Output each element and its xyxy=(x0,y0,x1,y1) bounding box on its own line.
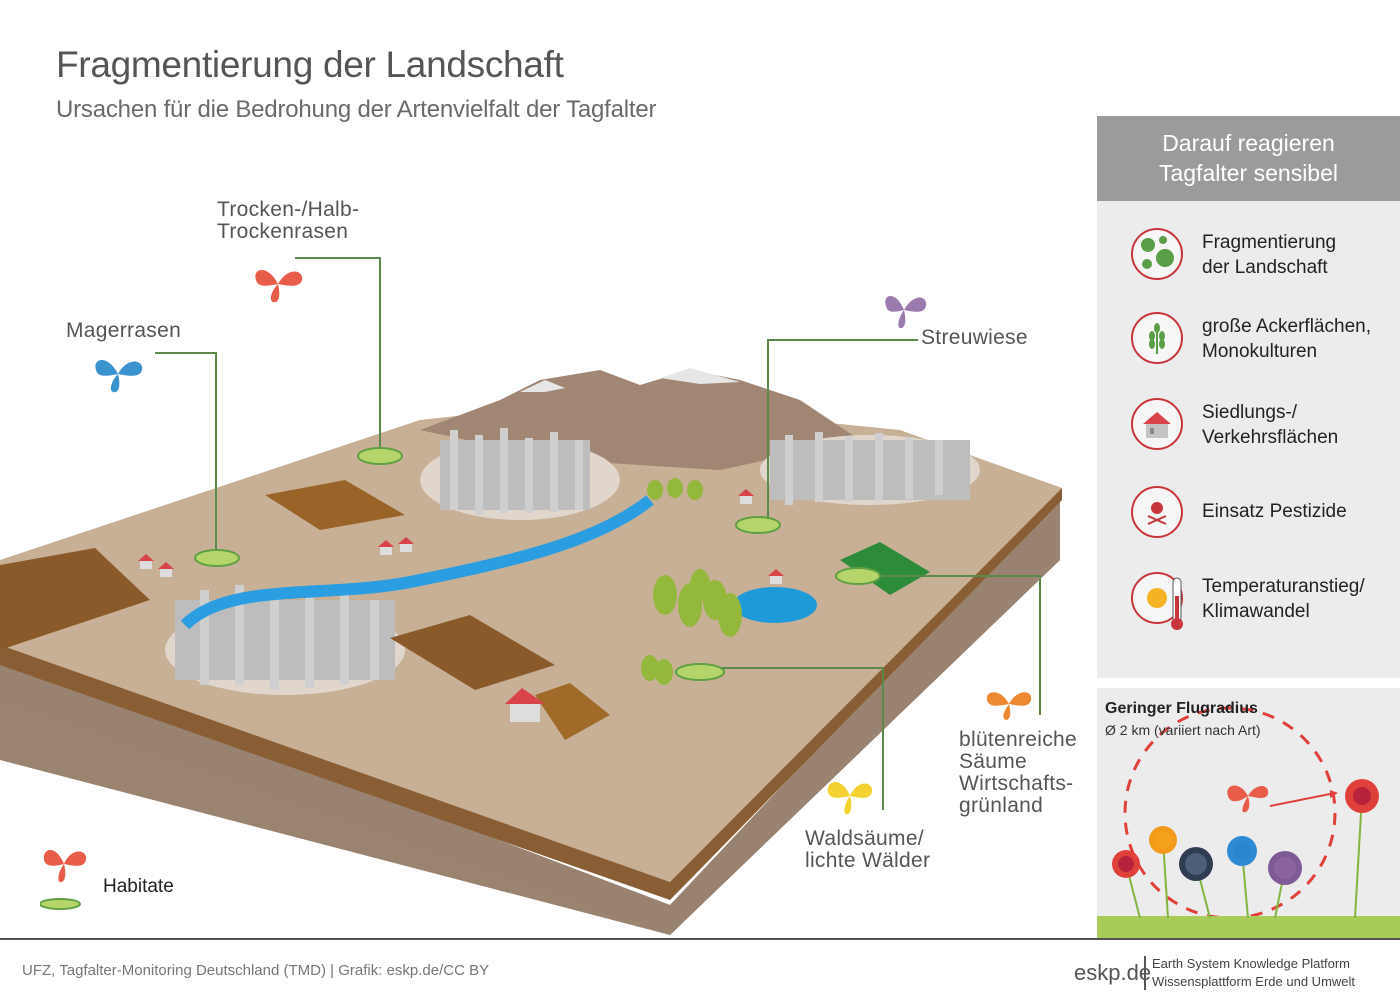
panel-heading-line: Darauf reagieren xyxy=(1162,130,1335,156)
panel-item-pesticides: Einsatz Pestizide xyxy=(1097,486,1400,556)
lake xyxy=(733,587,817,623)
panel-item-text: Temperaturanstieg/ xyxy=(1202,576,1365,597)
landscape-illustration xyxy=(0,257,1062,935)
habitat-label-trockenrasen: Trocken-/Halb- Trockenrasen xyxy=(217,199,359,243)
footer-credit: UFZ, Tagfalter-Monitoring Deutschland (T… xyxy=(22,962,490,979)
leader-trockenrasen xyxy=(295,257,381,452)
leader-streuwiese xyxy=(767,339,918,522)
panel-item-text: Einsatz Pestizide xyxy=(1202,501,1347,522)
panel-item-text: Fragmentierung xyxy=(1202,232,1337,253)
panel-item-text: Siedlungs-/ xyxy=(1202,402,1298,423)
habitat-label-line: Trockenrasen xyxy=(217,220,349,243)
sun-thermometer-icon xyxy=(1131,572,1183,630)
ground-surface xyxy=(0,400,1062,882)
flight-radius-circle xyxy=(1123,706,1337,920)
field-wheat-bottom xyxy=(535,683,610,740)
flight-radius-illustration xyxy=(1097,706,1400,938)
footer-tagline-de: Wissensplattform Erde und Umwelt xyxy=(1152,974,1356,989)
field-right-mid xyxy=(390,615,555,690)
city-left xyxy=(175,585,395,690)
butterfly-icon-orange xyxy=(986,692,1032,720)
panel-item-text: Verkehrsflächen xyxy=(1202,427,1339,448)
field-left xyxy=(0,548,150,650)
leader-waldsaeume xyxy=(712,667,884,810)
panel-heading: Darauf reagieren Tagfalter sensibel xyxy=(1097,116,1400,201)
panel-item-climate: Temperaturanstieg/Klimawandel xyxy=(1097,572,1400,642)
butterfly-icon-yellow xyxy=(827,782,873,815)
river xyxy=(180,495,654,630)
city-right xyxy=(770,432,970,505)
habitat-label-saeume: blütenreiche Säume Wirtschafts- grünland xyxy=(959,729,1077,817)
footer-brand-separator xyxy=(1144,956,1146,990)
habitat-label-line: Waldsäume/ xyxy=(805,827,924,850)
skull-crossbones-icon xyxy=(1131,486,1183,538)
panel-item-fragmentation: Fragmentierung der Landschaft xyxy=(1097,228,1400,298)
habitat-label-line: Trocken-/Halb- xyxy=(217,198,360,221)
flight-radius-title: Geringer Flugradius xyxy=(1105,700,1258,717)
field-grass xyxy=(840,542,930,595)
habitat-label-magerrasen: Magerrasen xyxy=(66,319,182,342)
fragmented-landscape-icon xyxy=(1131,228,1183,280)
butterfly-icon-purple xyxy=(885,296,927,329)
footer-divider xyxy=(0,938,1400,940)
butterfly-icon-red xyxy=(255,270,303,303)
houses xyxy=(138,489,784,722)
habitat-label-line: blütenreiche xyxy=(959,728,1078,751)
leader-saeume xyxy=(868,575,1041,715)
panel-item-text: große Ackerflächen, xyxy=(1202,316,1371,337)
field-wheat-top xyxy=(265,480,405,530)
habitat-ellipses xyxy=(194,447,881,681)
page-title: Fragmentierung der Landschaft xyxy=(56,44,564,85)
grass-strip xyxy=(1097,916,1400,938)
habitat-label-waldsaeume: Waldsäume/ lichte Wälder xyxy=(805,828,930,872)
flight-arrow xyxy=(1269,793,1331,807)
habitat-label-streuwiese: Streuwiese xyxy=(921,326,1028,349)
flowers xyxy=(1112,779,1379,919)
house-icon xyxy=(1131,398,1183,450)
mountain-snow-right xyxy=(660,368,740,384)
habitat-label-line: Wirtschafts- xyxy=(959,772,1074,795)
leader-magerrasen xyxy=(155,352,217,555)
habitat-markers xyxy=(155,257,1041,810)
flight-radius-subtitle: Ø 2 km (variiert nach Art) xyxy=(1105,722,1261,738)
panel-item-monocultures: große Ackerflächen, Monokulturen xyxy=(1097,312,1400,382)
habitat-label-line: lichte Wälder xyxy=(805,849,931,872)
forest xyxy=(641,478,742,685)
panel-item-text: Monokulturen xyxy=(1202,341,1318,362)
sensitivity-panel: Fragmentierung der Landschaft große Acker… xyxy=(1097,116,1400,678)
butterfly-icon-red xyxy=(1227,785,1269,813)
city-top xyxy=(440,428,590,515)
legend-label: Habitate xyxy=(103,876,174,897)
page-subtitle: Ursachen für die Bedrohung der Artenviel… xyxy=(56,96,657,123)
footer-brand-logo[interactable]: eskp.de xyxy=(1074,960,1152,985)
flight-radius-box xyxy=(1097,688,1400,938)
wheat-icon xyxy=(1131,312,1183,364)
habitat-label-line: grünland xyxy=(959,794,1044,817)
legend-habitat-icon xyxy=(40,850,87,910)
butterfly-icon-blue xyxy=(95,360,143,393)
panel-item-text: der Landschaft xyxy=(1202,257,1328,278)
panel-heading-line: Tagfalter sensibel xyxy=(1159,160,1338,186)
panel-item-text: Klimawandel xyxy=(1202,601,1310,622)
panel-item-settlements: Siedlungs-/ Verkehrsflächen xyxy=(1097,398,1400,468)
footer-tagline-en: Earth System Knowledge Platform xyxy=(1152,956,1350,971)
mountain-snow-left xyxy=(520,380,565,392)
habitat-label-line: Säume xyxy=(959,750,1028,773)
